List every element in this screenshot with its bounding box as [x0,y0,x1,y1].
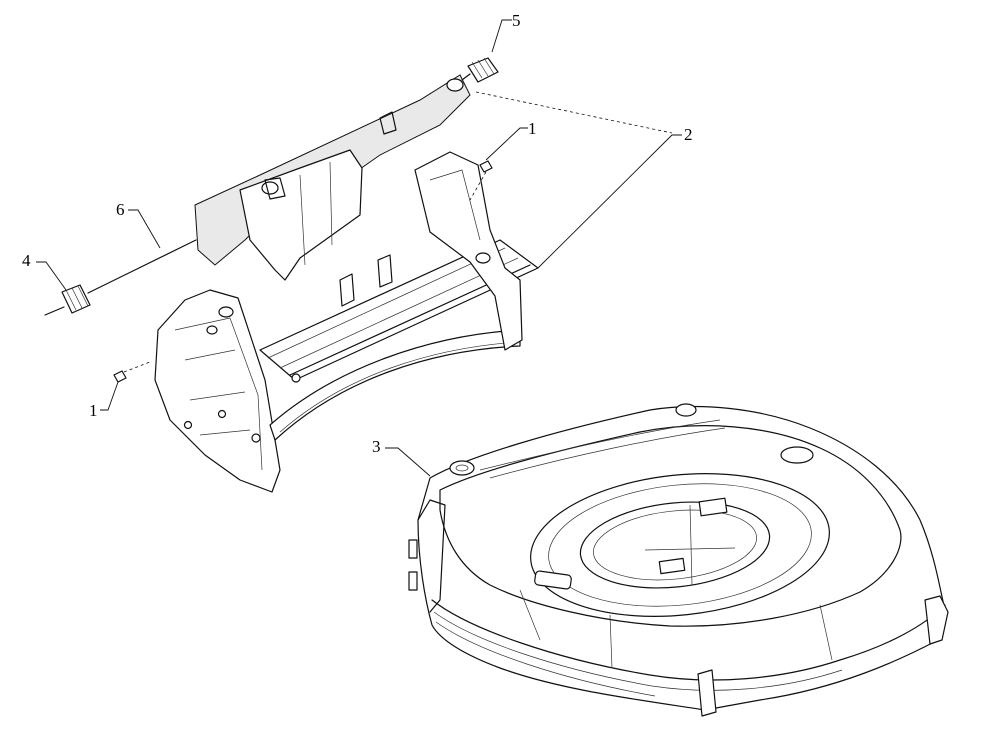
callout-3: 3 [372,437,381,456]
callout-4: 4 [22,251,31,270]
leader-2a [537,134,682,269]
deck-housing [408,403,949,717]
spring-right [461,57,499,83]
leader-6 [128,209,161,249]
rear-flap [194,74,471,281]
nut-bottom [113,370,127,383]
spring-left [44,284,91,316]
hinge-rod [87,239,197,294]
callout-6: 6 [116,200,125,219]
assembly-line-1-top [469,171,487,201]
leader-3 [385,447,431,477]
nut-top [479,160,493,173]
callout-2: 2 [684,125,693,144]
leader-4 [36,261,67,291]
callout-1-top: 1 [528,119,537,138]
leader-5 [491,19,512,53]
assembly-line-5 [475,91,673,134]
leader-1-bottom [100,381,119,411]
callout-5: 5 [512,11,521,30]
leader-1-top [485,127,528,161]
assembly-line-1-bottom [123,361,151,373]
callout-1-bottom: 1 [89,401,98,420]
rear-frame [154,151,539,493]
